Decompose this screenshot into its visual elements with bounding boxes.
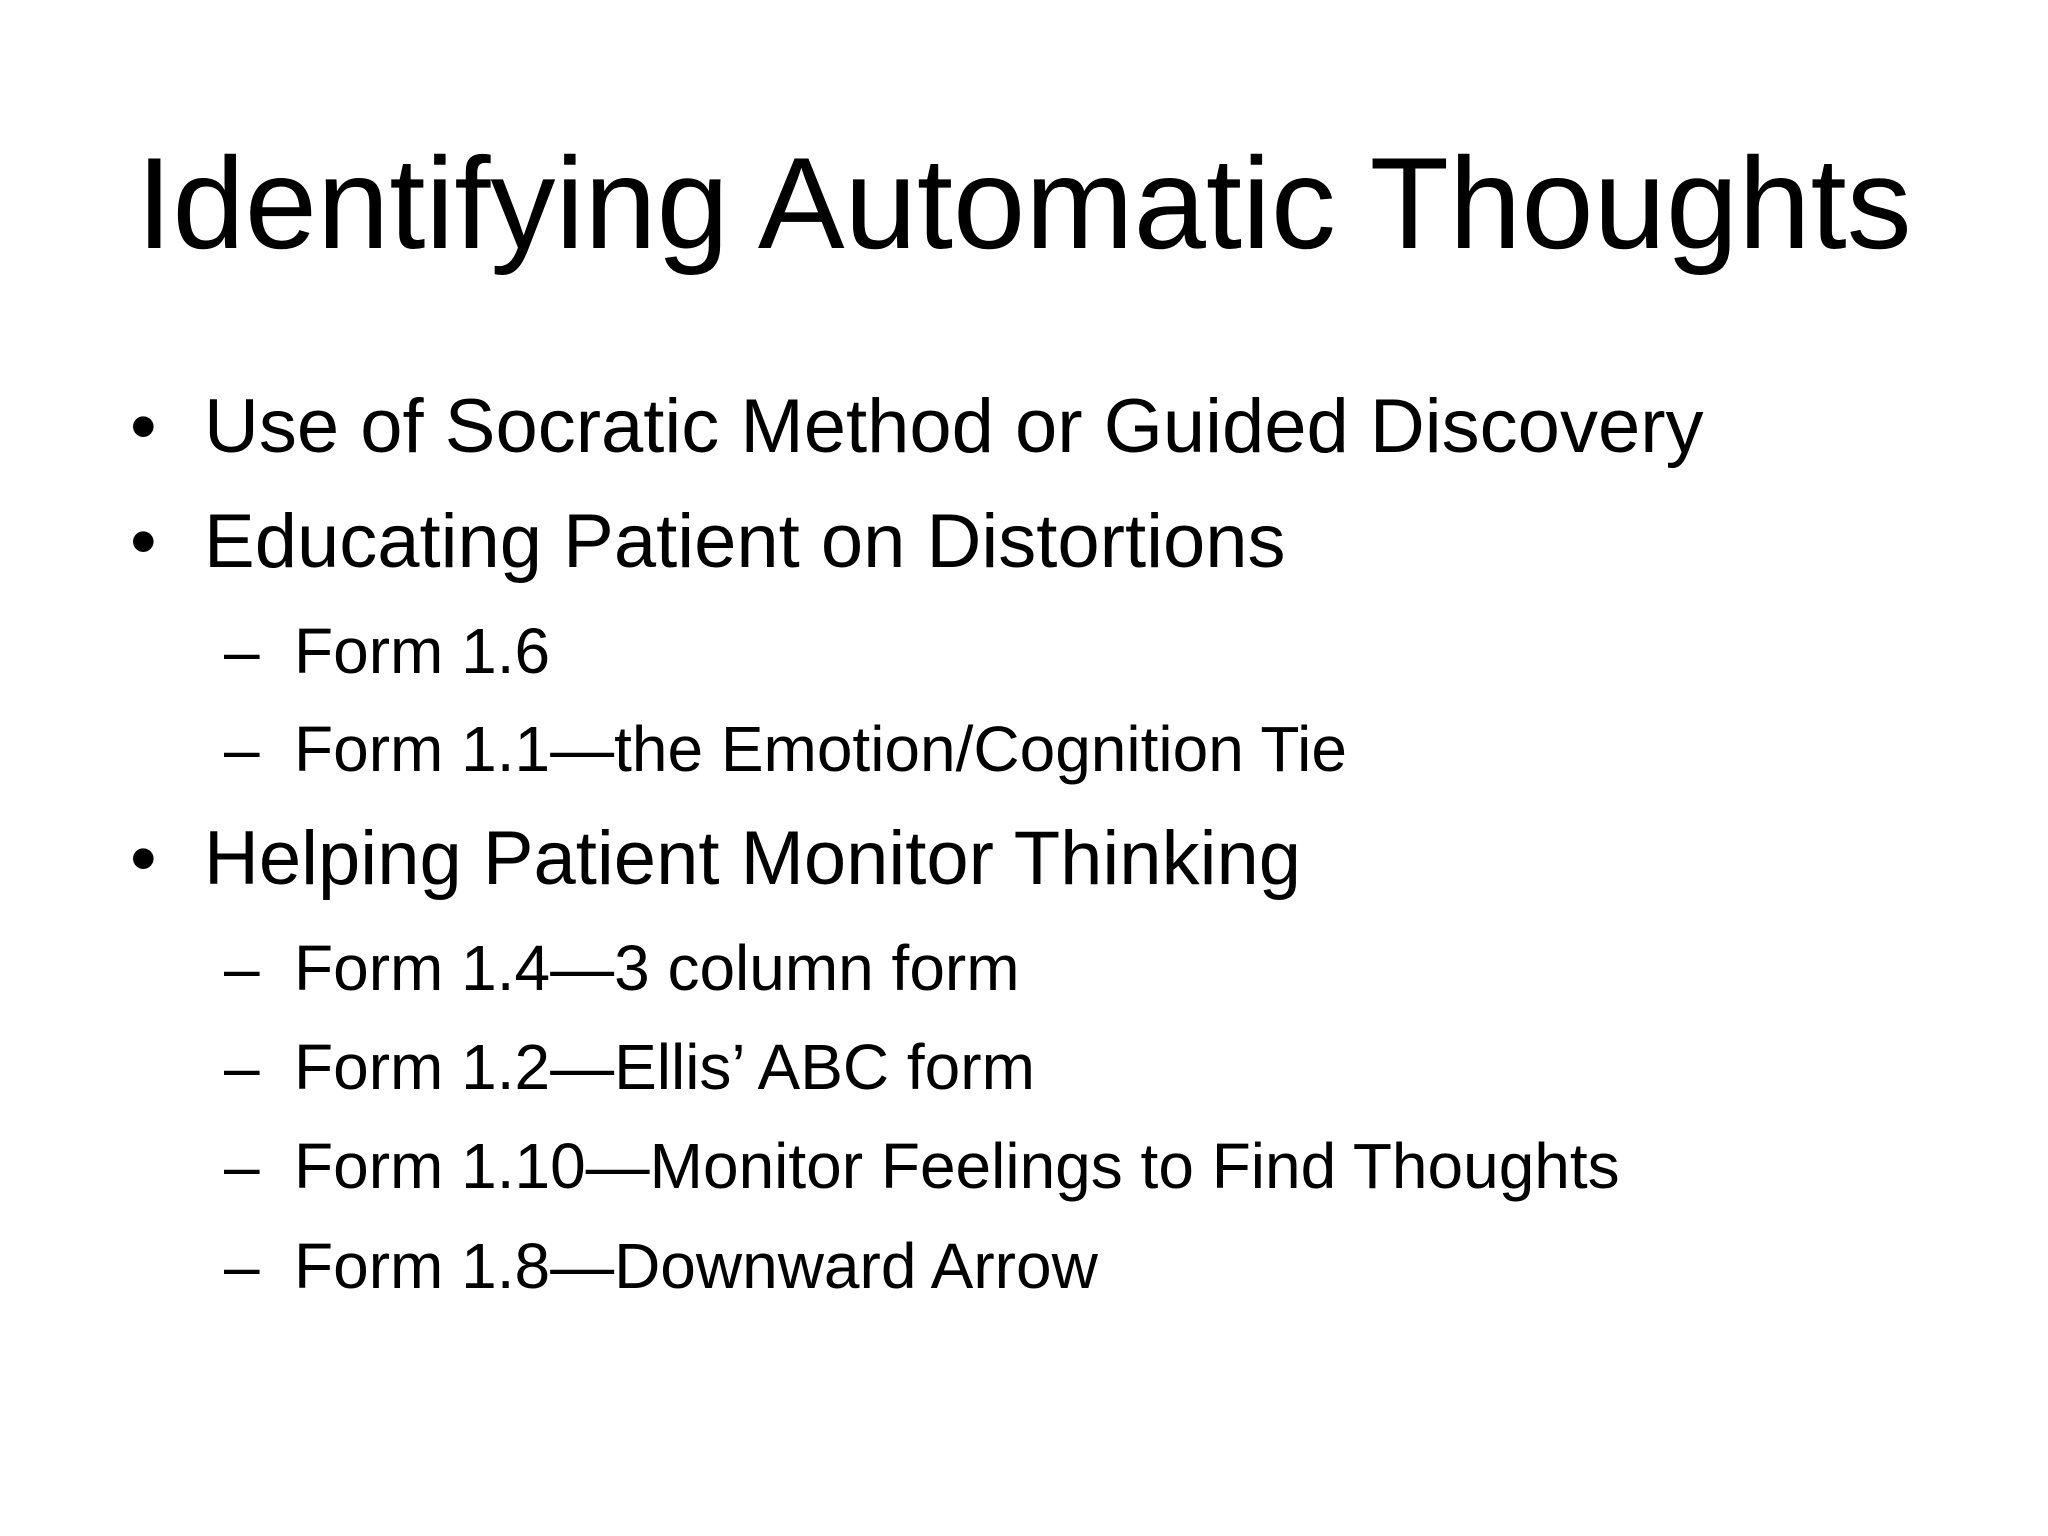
bullet-text: Educating Patient on Distortions [204, 499, 1286, 584]
sub-item-text: Form 1.6 [294, 615, 551, 687]
sub-item-form-1-8: – Form 1.8—Downward Arrow [224, 1228, 1098, 1304]
sub-item-text: Form 1.4—3 column form [294, 932, 1020, 1004]
dash-icon: – [224, 1031, 260, 1103]
bullet-text: Use of Socratic Method or Guided Discove… [204, 384, 1704, 469]
sub-item-text: Form 1.1—the Emotion/Cognition Tie [294, 713, 1347, 785]
dash-icon: – [224, 1130, 260, 1202]
dash-icon: – [224, 1230, 260, 1302]
sub-item-form-1-2: – Form 1.2—Ellis’ ABC form [224, 1029, 1035, 1105]
sub-item-form-1-4: – Form 1.4—3 column form [224, 930, 1020, 1006]
slide-title: Identifying Automatic Thoughts [136, 130, 1912, 276]
dash-icon: – [224, 615, 260, 687]
sub-item-text: Form 1.8—Downward Arrow [294, 1230, 1098, 1302]
sub-item-form-1-1: – Form 1.1—the Emotion/Cognition Tie [224, 711, 1347, 787]
bullet-icon: • [130, 816, 157, 901]
sub-item-form-1-10: – Form 1.10—Monitor Feelings to Find Tho… [224, 1128, 1620, 1204]
bullet-icon: • [130, 384, 157, 469]
bullet-icon: • [130, 499, 157, 584]
sub-item-form-1-6: – Form 1.6 [224, 613, 551, 689]
sub-item-text: Form 1.2—Ellis’ ABC form [294, 1031, 1035, 1103]
bullet-item-monitor-thinking: • Helping Patient Monitor Thinking [130, 814, 1301, 904]
bullet-item-socratic-method: • Use of Socratic Method or Guided Disco… [130, 382, 1704, 472]
bullet-item-distortions: • Educating Patient on Distortions [130, 497, 1286, 587]
bullet-text: Helping Patient Monitor Thinking [204, 816, 1301, 901]
sub-item-text: Form 1.10—Monitor Feelings to Find Thoug… [294, 1130, 1620, 1202]
dash-icon: – [224, 713, 260, 785]
dash-icon: – [224, 932, 260, 1004]
